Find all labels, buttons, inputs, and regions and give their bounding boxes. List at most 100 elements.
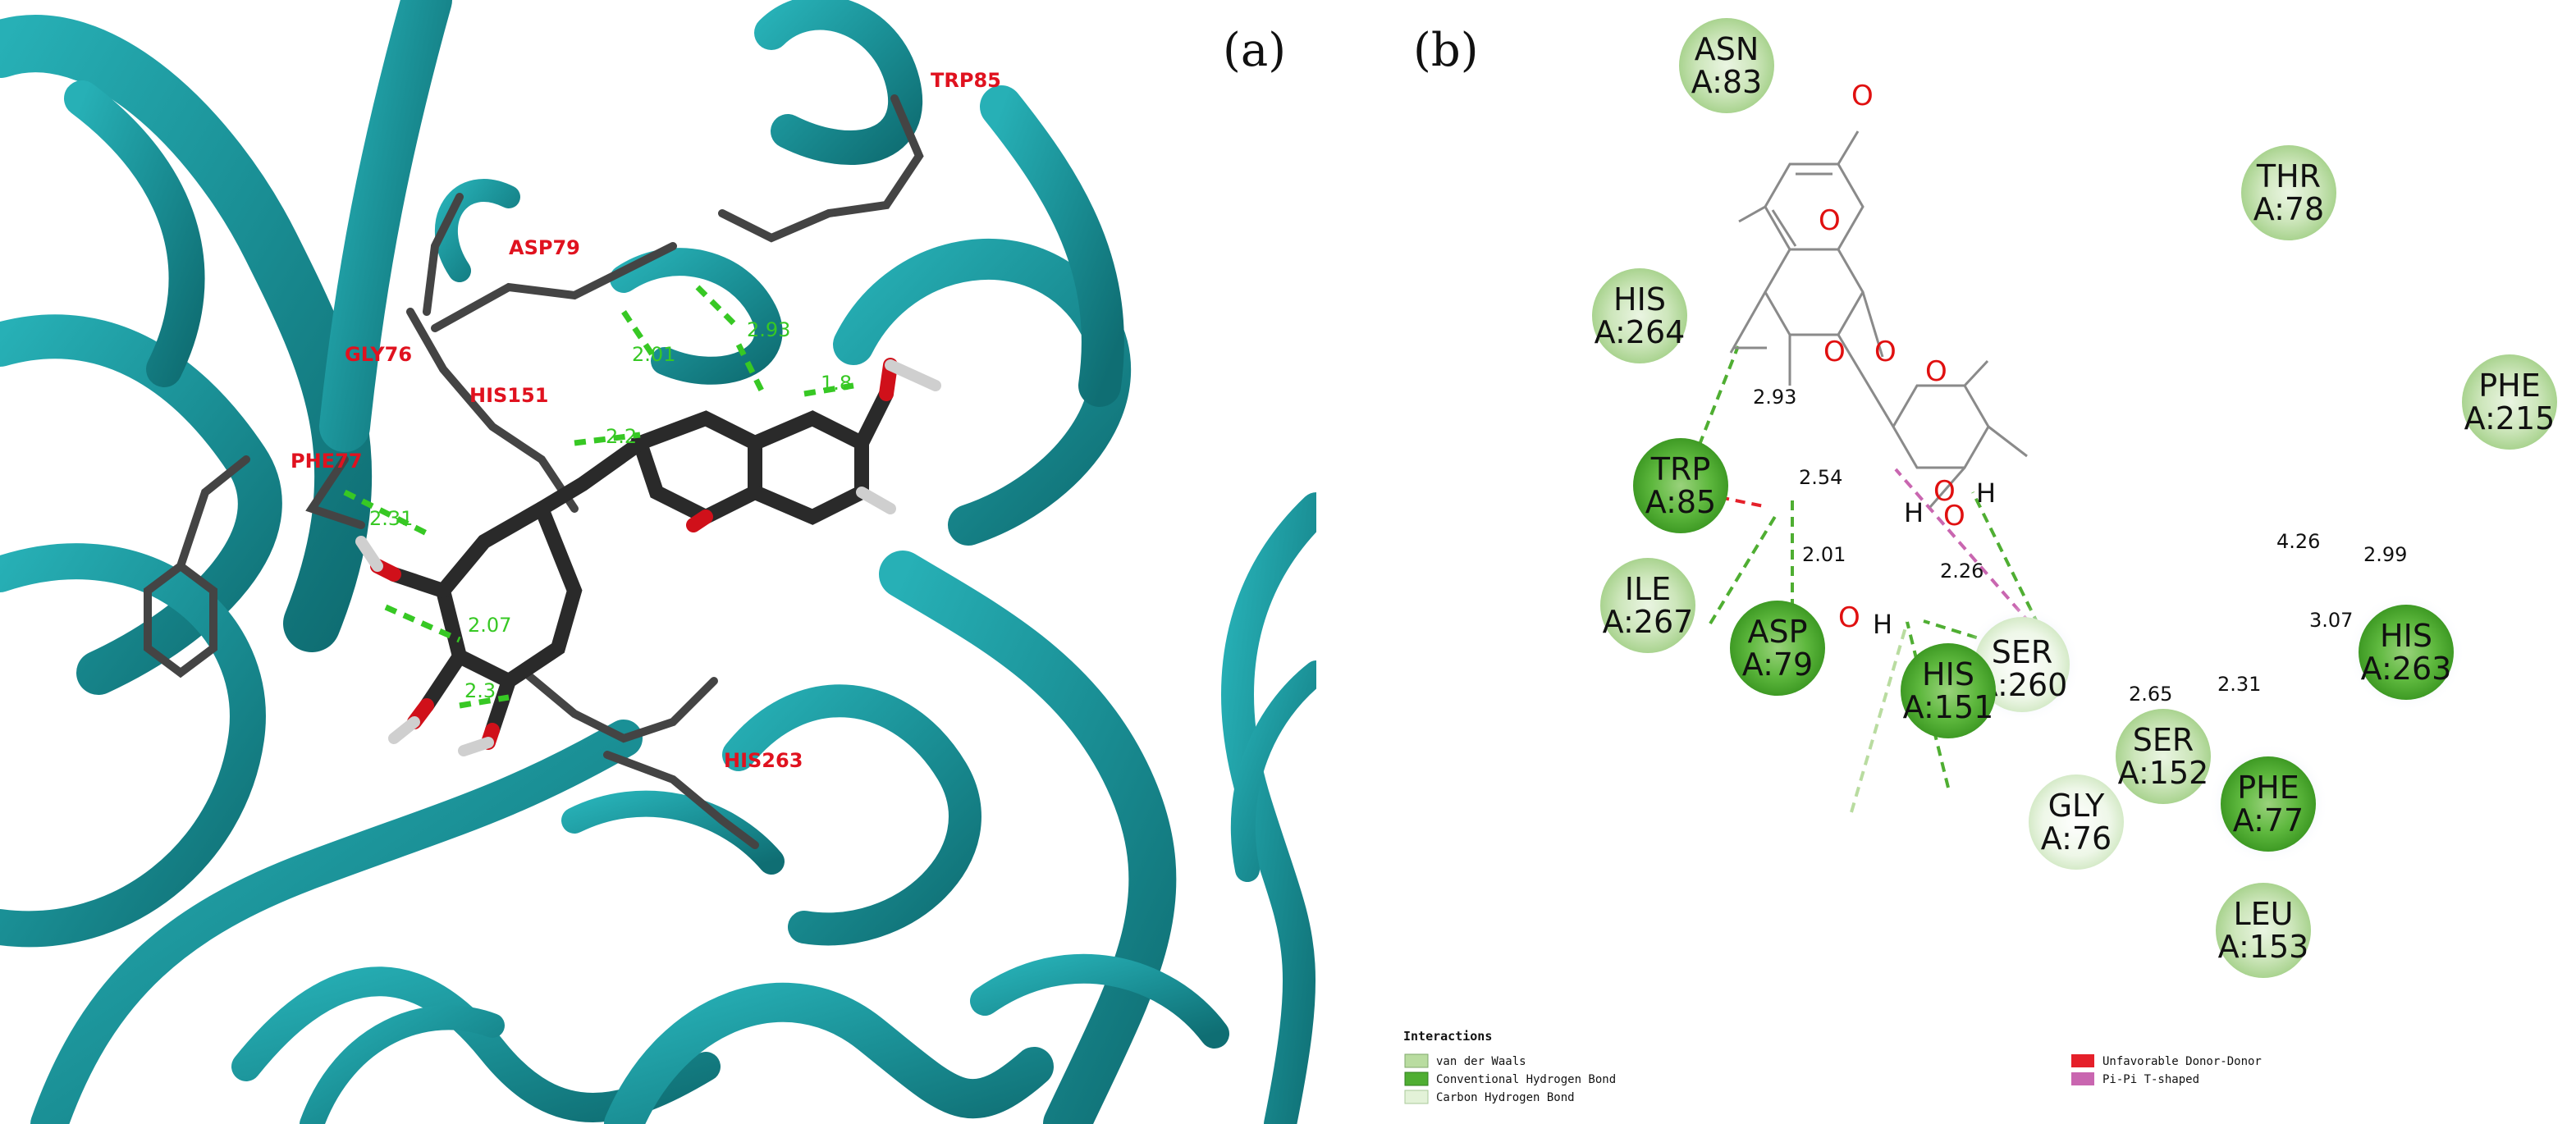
dist-3d-2-31: 2.31 [369, 507, 413, 530]
residue-ile267: ILE A:267 [1600, 558, 1695, 653]
residue-asn83-id: A:83 [1691, 64, 1762, 100]
dist-3d-2-2: 2.2 [606, 425, 637, 448]
residue-sticks [144, 94, 924, 849]
panel-b-2d-diagram: (b) O O O O O O [1316, 0, 2576, 1124]
residue-phe215: PHE A:215 [2462, 354, 2557, 450]
dist-3d-2-07: 2.07 [468, 614, 511, 637]
residue-phe215-name: PHE [2478, 368, 2541, 404]
dist-asp79: 2.01 [1802, 543, 1846, 566]
line-pi-t [1894, 468, 2032, 625]
atom-o-ring: O [1874, 336, 1897, 368]
atom-o-hydroxyl: O [1933, 475, 1956, 508]
label-asp79: ASP79 [509, 236, 580, 259]
residue-ser152-id: A:152 [2118, 755, 2209, 791]
residue-leu153-name: LEU [2234, 896, 2294, 932]
legend-swatch-unfav [2071, 1054, 2094, 1067]
hbond-dashes-3d [343, 285, 854, 709]
legend-conv-hb: Conventional Hydrogen Bond [1436, 1073, 1616, 1086]
legend-carbon-hb: Carbon Hydrogen Bond [1436, 1091, 1575, 1104]
atom-o-top: O [1851, 80, 1874, 112]
ligand-sticks [387, 386, 894, 738]
residue-phe215-id: A:215 [2464, 400, 2555, 436]
atom-h-3: H [1873, 609, 1892, 640]
atom-o-b-right: O [1943, 500, 1965, 532]
residue-ser260-name: SER [1992, 634, 2053, 670]
ligand-2d-structure [1729, 130, 2028, 508]
residue-gly76-id: A:76 [2041, 820, 2112, 857]
atom-h-1: H [1904, 497, 1924, 528]
residue-asn83: ASN A:83 [1679, 18, 1774, 113]
line-gly76 [1850, 621, 1909, 813]
residue-trp85: TRP A:85 [1633, 438, 1728, 533]
label-his151: HIS151 [469, 384, 548, 407]
residue-his263: HIS A:263 [2347, 593, 2465, 711]
residue-ser152-name: SER [2133, 722, 2194, 758]
dist-gly76: 2.65 [2129, 683, 2172, 706]
atom-o-keto: O [1823, 336, 1846, 368]
atom-o-left: O [1819, 204, 1841, 237]
legend-unfav: Unfavorable Donor-Donor [2102, 1055, 2262, 1068]
line-his263-h [1971, 491, 2040, 626]
residue-his151-name: HIS [1922, 656, 1974, 692]
legend-swatch-conv-hb [1404, 1071, 1429, 1086]
dist-trp85-h: 2.54 [1799, 466, 1842, 489]
atom-h-2: H [1976, 477, 1996, 509]
label-phe77: PHE77 [291, 450, 362, 473]
label-his263: HIS263 [724, 749, 803, 772]
residue-gly76: GLY A:76 [2029, 774, 2124, 870]
residue-asp79-id: A:79 [1742, 647, 1813, 683]
dist-3d-2-93: 2.93 [747, 318, 790, 341]
label-gly76: GLY76 [345, 343, 412, 366]
legend: Interactions van der Waals Conventional … [1403, 1029, 2262, 1104]
dist-his151: 2.26 [1940, 560, 1983, 583]
atom-o-b-top: O [1925, 355, 1947, 388]
residue-ser152: SER A:152 [2116, 709, 2211, 804]
ligand-2d-double-bonds [1734, 172, 1832, 350]
residue-his263-id: A:263 [2361, 651, 2452, 687]
label-trp85: TRP85 [931, 69, 1001, 92]
residue-phe77-name: PHE [2237, 770, 2299, 806]
legend-swatch-carbon-hb [1404, 1090, 1429, 1104]
residue-ile267-name: ILE [1625, 571, 1671, 607]
panel-a-svg: TRP85 ASP79 GLY76 HIS151 PHE77 HIS263 2.… [0, 0, 1316, 1124]
residue-his264: HIS A:264 [1592, 268, 1687, 363]
residue-his151-id: A:151 [1903, 689, 1994, 725]
atom-o-b-lower: O [1838, 601, 1860, 634]
panel-a-letter: (a) [1223, 24, 1286, 77]
panel-b-letter: (b) [1413, 24, 1479, 77]
legend-pipi: Pi-Pi T-shaped [2102, 1073, 2199, 1086]
residue-leu153-id: A:153 [2218, 929, 2309, 965]
line-asp79-h [1709, 514, 1778, 625]
residue-his264-name: HIS [1613, 281, 1666, 318]
residue-thr78-name: THR [2256, 158, 2321, 194]
legend-swatch-vdw [1404, 1053, 1429, 1068]
residue-his264-id: A:264 [1595, 314, 1686, 350]
residue-ile267-id: A:267 [1603, 604, 1694, 640]
residue-asp79: ASP A:79 [1730, 601, 1825, 696]
residue-thr78-id: A:78 [2253, 191, 2324, 227]
dist-trp85-o: 2.93 [1753, 386, 1796, 409]
legend-vdw: van der Waals [1436, 1055, 1526, 1068]
residue-asp79-name: ASP [1747, 614, 1807, 650]
residue-his263-name: HIS [2380, 618, 2432, 654]
legend-swatch-pipi [2071, 1072, 2094, 1085]
line-trp85-h [1686, 489, 1768, 509]
residue-trp85-id: A:85 [1645, 484, 1716, 520]
panel-b-svg: (b) O O O O O O [1316, 0, 2576, 1124]
panel-a-3d-view: TRP85 ASP79 GLY76 HIS151 PHE77 HIS263 2.… [0, 0, 1316, 1124]
residue-thr78: THR A:78 [2241, 145, 2336, 240]
residue-phe77: PHE A:77 [2208, 743, 2329, 865]
dist-pi-t: 4.26 [2276, 530, 2320, 553]
residue-trp85-name: TRP [1650, 451, 1711, 487]
dist-his263-o: 3.07 [2309, 609, 2353, 632]
legend-title: Interactions [1403, 1029, 1492, 1044]
dist-phe77: 2.31 [2217, 673, 2261, 696]
ligand-hydrogens [355, 359, 941, 756]
residue-his151: HIS A:151 [1901, 643, 1996, 738]
residue-asn83-name: ASN [1695, 31, 1759, 67]
residue-gly76-name: GLY [2048, 788, 2106, 824]
dist-3d-1-8: 1.8 [821, 372, 852, 395]
dist-3d-2-01: 2.01 [632, 343, 675, 366]
residue-leu153: LEU A:153 [2216, 883, 2311, 978]
residue-phe77-id: A:77 [2233, 802, 2304, 838]
